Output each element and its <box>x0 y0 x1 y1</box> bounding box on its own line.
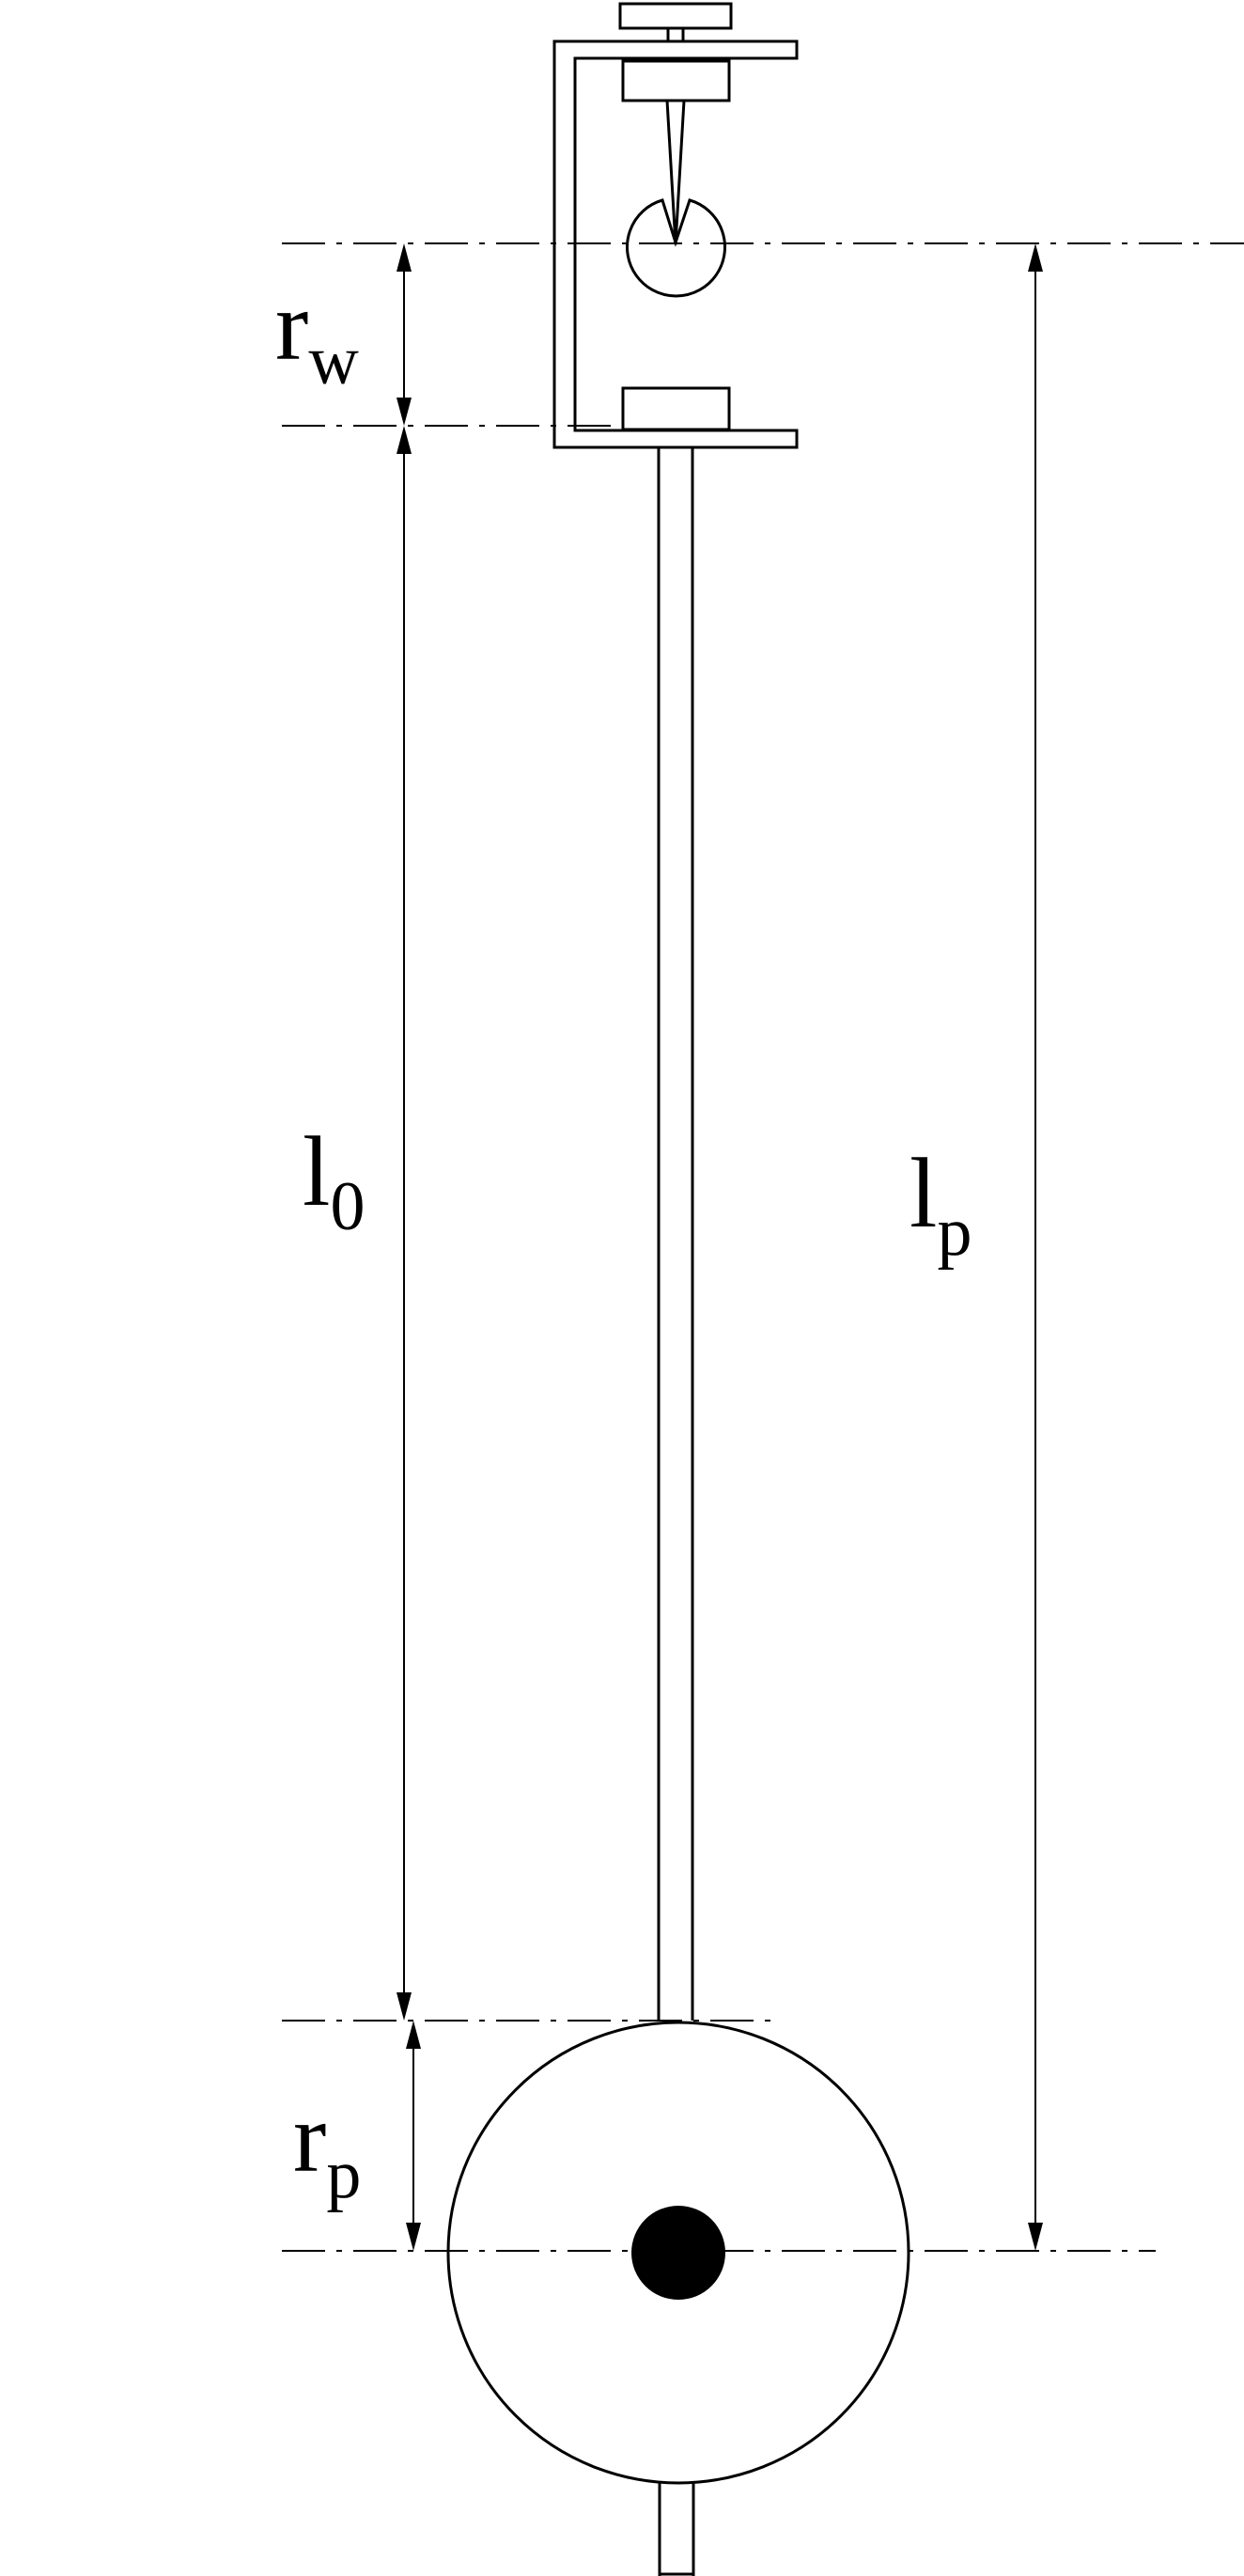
suspension-bracket <box>552 2 799 449</box>
adjust-knob <box>618 2 733 30</box>
pivot-circle <box>626 198 726 298</box>
label-rw: rw <box>275 271 359 399</box>
c-frame <box>552 39 799 449</box>
dim-lp-arrow <box>1028 243 1043 2251</box>
dim-rp-arrow <box>406 2021 421 2251</box>
upper-block <box>621 59 731 102</box>
lower-block <box>621 386 731 431</box>
label-lp: lp <box>910 1138 972 1271</box>
pendulum-bob <box>446 2021 910 2485</box>
dimension-arrows <box>397 243 1043 2251</box>
dim-rw-arrow <box>397 243 412 426</box>
pendulum-rod <box>657 445 694 2021</box>
bottom-rod-stub <box>658 2481 695 2576</box>
knob-stem <box>666 26 685 43</box>
reference-lines <box>282 242 1244 2252</box>
dim-l0-arrow <box>397 426 412 2021</box>
label-l0: l0 <box>303 1116 365 1245</box>
bob-center-dot <box>631 2206 725 2300</box>
label-rp: rp <box>293 2083 361 2213</box>
